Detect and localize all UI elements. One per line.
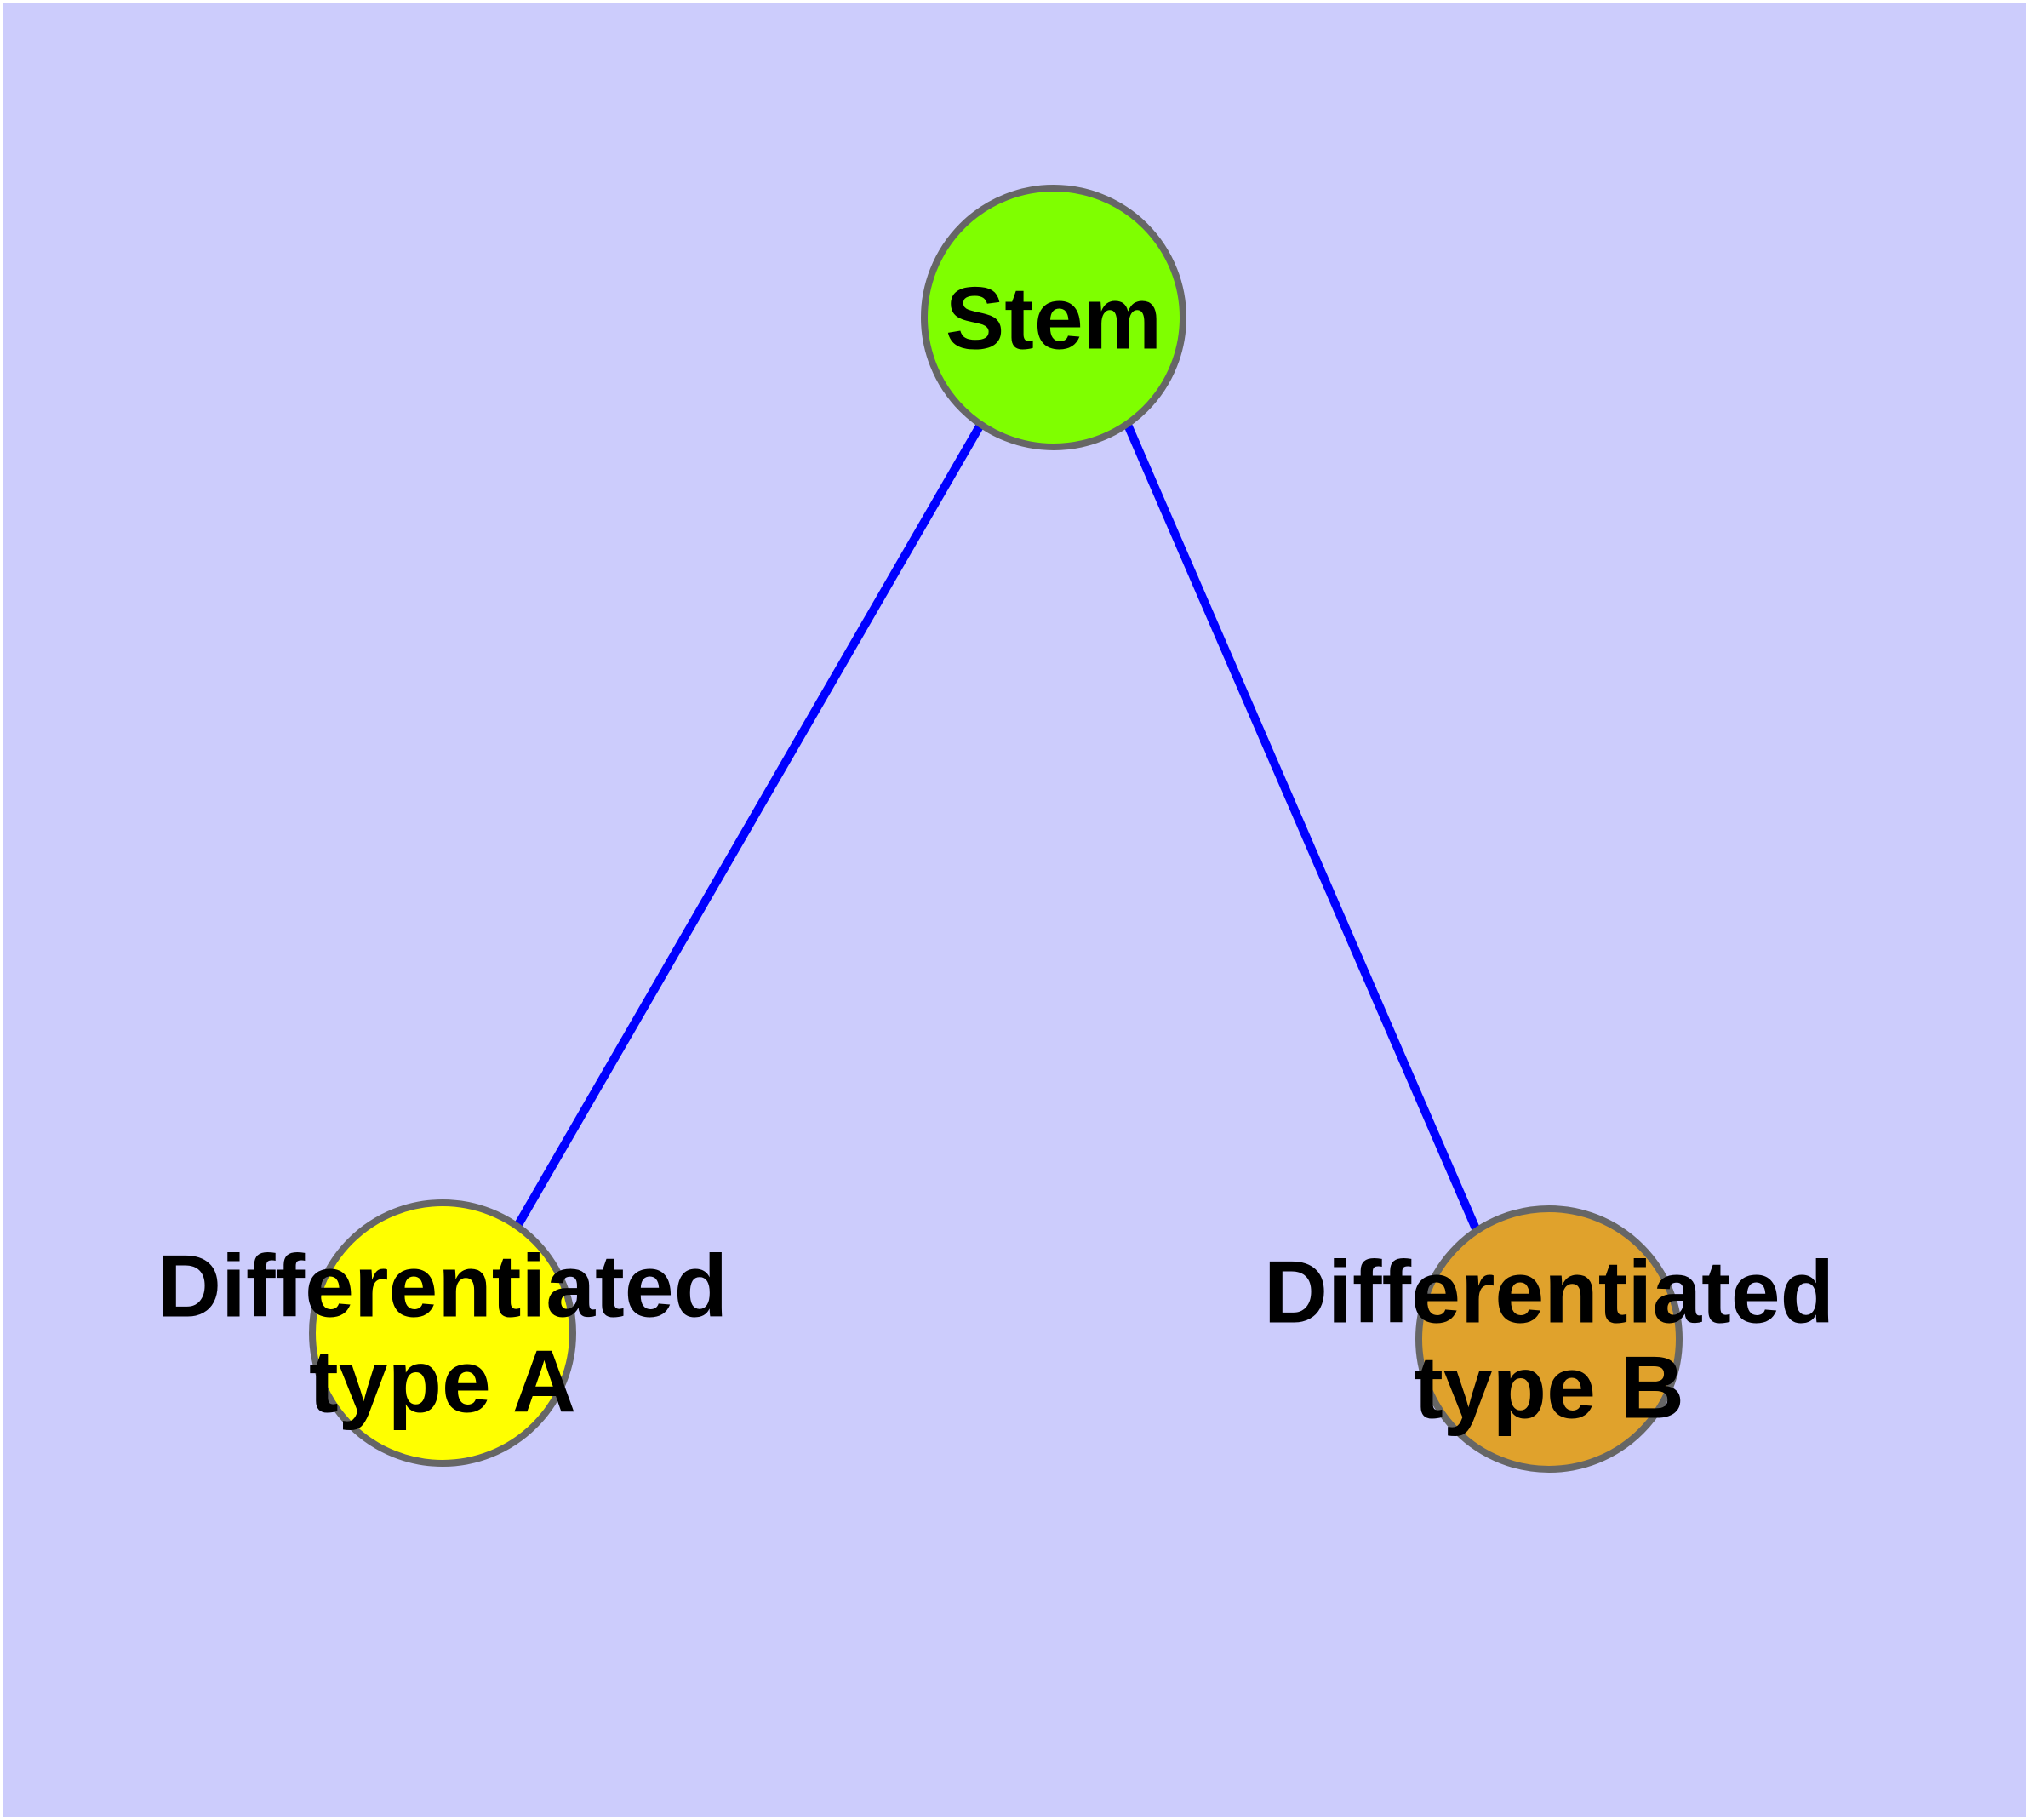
node-stem-circle[interactable]	[921, 185, 1186, 450]
node-stem-label: Stem	[946, 269, 1162, 368]
node-differentiated-type-a-circle[interactable]	[309, 1199, 576, 1467]
node-differentiated-type-b-circle[interactable]	[1415, 1205, 1683, 1473]
node-stem[interactable]: Stem	[921, 185, 1186, 450]
edges-layer	[512, 422, 1482, 1234]
edge-stem-to-differentiated-type-b[interactable]	[1123, 423, 1482, 1234]
edge-stem-to-differentiated-type-a[interactable]	[512, 422, 985, 1230]
